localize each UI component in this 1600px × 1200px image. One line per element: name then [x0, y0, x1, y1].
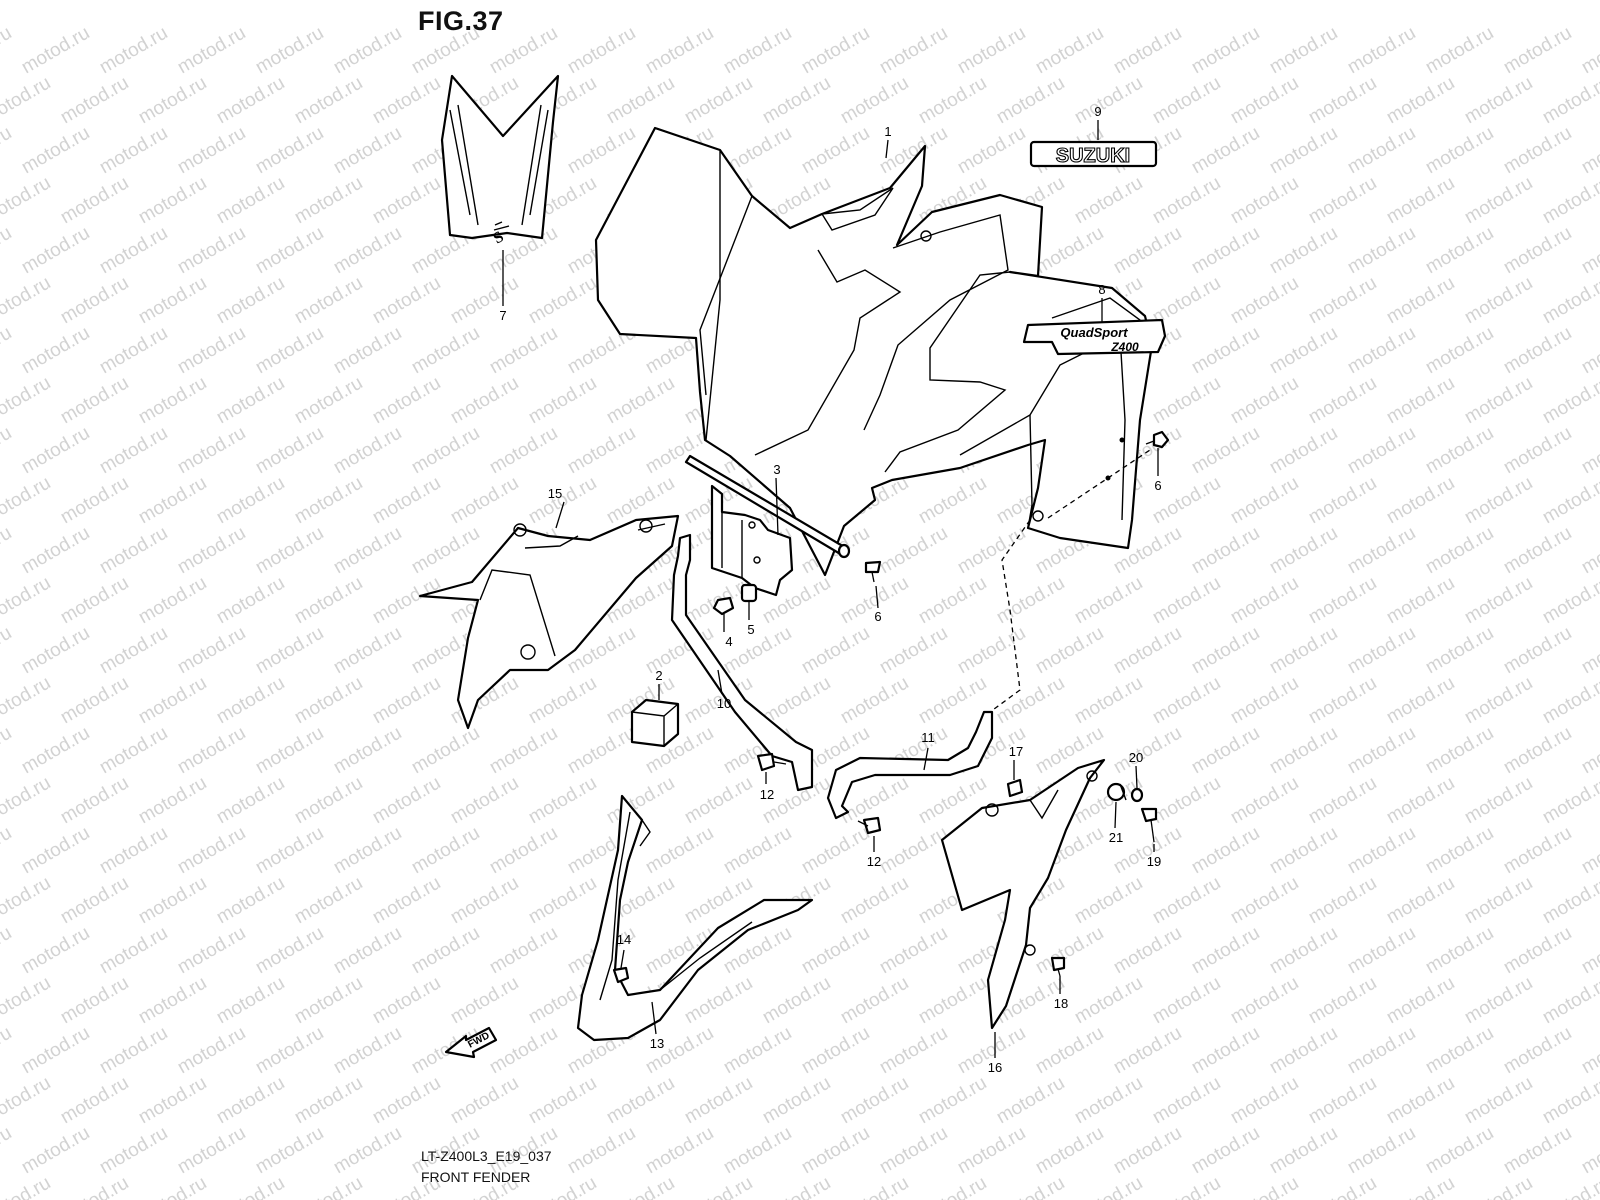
part-8-quadsport-decal: QuadSport Z400: [1022, 318, 1167, 356]
callout-12-left: 12: [760, 787, 774, 802]
part-21-grommet: [1106, 782, 1127, 802]
leader-lines: [502, 120, 1159, 1058]
part-12-bolt-left: [756, 752, 787, 772]
figure-code: LT-Z400L3_E19_037: [421, 1148, 552, 1164]
callout-17: 17: [1009, 744, 1023, 759]
callout-8: 8: [1098, 282, 1105, 297]
figure-title: FIG.37: [418, 6, 504, 36]
callout-21: 21: [1109, 830, 1123, 845]
figure-name: FRONT FENDER: [421, 1169, 531, 1185]
part-2-cushion: [630, 698, 680, 748]
part-18-bolt: [1050, 956, 1066, 977]
callout-6-lower: 6: [874, 609, 881, 624]
install-line-screw: [1047, 449, 1151, 519]
install-line-fender: [989, 519, 1031, 713]
callout-14: 14: [617, 932, 631, 947]
part-4-bolt: [712, 596, 735, 616]
part-1-front-fender: [594, 126, 1154, 577]
callout-2: 2: [655, 668, 662, 683]
callout-9: 9: [1094, 104, 1101, 119]
part-16-side-cover: [940, 758, 1106, 1030]
part-15-side-cover: [418, 514, 680, 730]
svg-text:SUZUKI: SUZUKI: [1056, 145, 1130, 167]
callout-10: 10: [717, 696, 731, 711]
callout-numbers: 1 2 3 4 5 6 6 7 8 9 10 11 12 12 13 14 15…: [499, 104, 1161, 1075]
callout-16: 16: [988, 1060, 1002, 1075]
callout-1: 1: [884, 124, 891, 139]
part-6-screw-lower: [864, 560, 882, 583]
fwd-arrow-icon: FWD: [444, 1026, 498, 1059]
callout-19: 19: [1147, 854, 1161, 869]
part-11-lower-stay: [826, 710, 994, 820]
callout-5: 5: [747, 622, 754, 637]
part-13-lower-guard: [576, 794, 814, 1042]
callout-6-upper: 6: [1154, 478, 1161, 493]
callout-3: 3: [773, 462, 780, 477]
callout-18: 18: [1054, 996, 1068, 1011]
part-5-collar: [740, 583, 758, 603]
part-7-front-decal: S: [440, 74, 560, 247]
svg-text:Z400: Z400: [1110, 340, 1139, 354]
callout-11: 11: [921, 730, 935, 745]
part-12-bolt-right: [857, 816, 882, 835]
svg-text:QuadSport: QuadSport: [1060, 325, 1128, 340]
part-14-clip: [612, 966, 630, 984]
callout-7: 7: [499, 308, 506, 323]
callout-4: 4: [725, 634, 732, 649]
part-20-washer: [1130, 787, 1144, 803]
callout-15: 15: [548, 486, 562, 501]
part-17-nut: [1006, 778, 1024, 798]
part-3-bracket-bar: [684, 454, 851, 597]
callout-13: 13: [650, 1036, 664, 1051]
part-9-suzuki-decal: SUZUKI: [1029, 140, 1158, 168]
part-10-stay: [670, 533, 814, 792]
part-19-screw: [1140, 807, 1158, 843]
part-6-screw-upper: [1145, 430, 1170, 449]
callout-12-right: 12: [867, 854, 881, 869]
callout-20: 20: [1129, 750, 1143, 765]
